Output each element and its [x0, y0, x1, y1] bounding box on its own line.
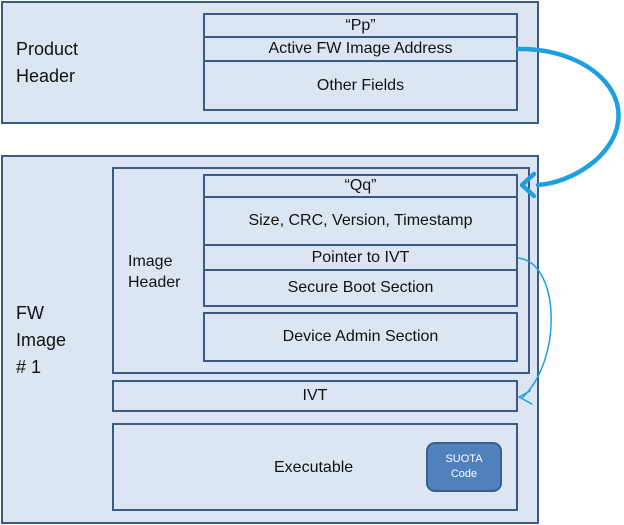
secure-boot-section-field: Secure Boot Section [203, 269, 518, 307]
executable-label: Executable [274, 459, 354, 476]
fw-image-label-line3: # 1 [16, 357, 42, 377]
active-fw-address-arrow [515, 46, 621, 188]
suota-code-block: SUOTA Code [426, 442, 502, 492]
pointer-to-ivt-field: Pointer to IVT [203, 244, 518, 271]
fw-image-label-line2: Image [16, 330, 67, 350]
product-header-label: Product Header [16, 36, 78, 90]
pointer-to-ivt-arrow [517, 257, 552, 399]
fw-image-label-line1: FW [16, 303, 44, 323]
device-admin-section-field: Device Admin Section [203, 312, 518, 362]
suota-code-line2: Code [450, 468, 478, 480]
product-header-label-line2: Header [16, 66, 76, 86]
pp-field: “Pp” [203, 13, 518, 38]
suota-code-line1: SUOTA [445, 453, 483, 465]
product-header-label-line1: Product [16, 39, 79, 59]
image-header-label-line2: Header [128, 274, 181, 291]
size-crc-version-timestamp-field: Size, CRC, Version, Timestamp [203, 196, 518, 246]
pointer-to-ivt-arrowhead [518, 390, 533, 405]
active-fw-address-arrowhead [519, 171, 537, 199]
image-header-label: Image Header [128, 251, 180, 293]
other-fields-field: Other Fields [203, 60, 518, 111]
ivt-box: IVT [112, 380, 518, 412]
image-header-label-line1: Image [128, 253, 173, 270]
fw-image-label: FW Image # 1 [16, 300, 66, 381]
